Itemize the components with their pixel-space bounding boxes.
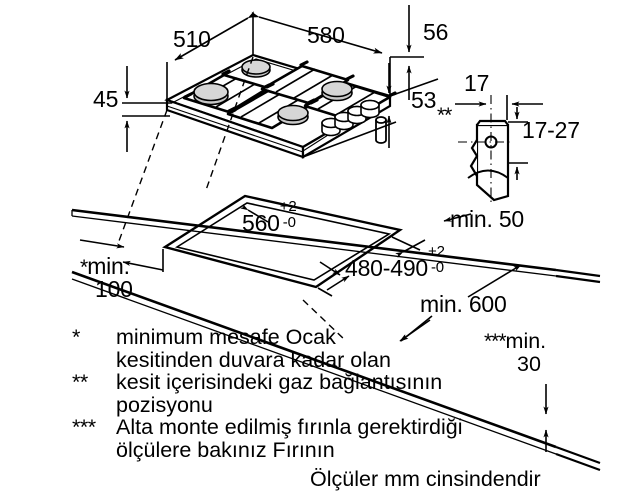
min-below-marker: *** <box>484 330 507 353</box>
legend-line: kesit içerisindeki gaz bağlantısının <box>116 370 443 394</box>
dim-560 <box>240 203 341 276</box>
burner-caps <box>193 59 353 126</box>
worktop-front-edge-thickness <box>71 278 557 455</box>
leader-legend-star <box>400 315 433 342</box>
dim-17-27 <box>508 107 528 180</box>
dim-label-56: 56 <box>423 19 449 45</box>
cutout-depth-value: 480-490 <box>345 255 429 281</box>
dim-label-min-50: min. 50 <box>450 206 525 232</box>
control-knobs <box>321 99 380 137</box>
leader-min-50 <box>443 213 472 222</box>
cutout-width-tolerance: +2-0 <box>279 198 297 231</box>
worktop-front-far-edge <box>555 445 601 472</box>
dim-label-17-27: 17-27 <box>522 117 580 143</box>
legend-line: pozisyonu <box>116 392 213 417</box>
dim-label-17: 17 <box>464 70 490 96</box>
worktop-front-edge <box>71 270 557 449</box>
min-below-label: min. <box>505 329 547 353</box>
grate-feet <box>183 60 397 115</box>
units-note: Ölçüler mm cinsindendir <box>310 467 541 491</box>
worktop-far-edge <box>555 268 601 284</box>
hob-appliance-drawing <box>164 53 397 159</box>
gas-connection-detail <box>458 95 512 203</box>
legend-block: * minimum mesafe Ocak kesitinden duvara … <box>72 326 612 461</box>
dim-value-min-wall-left: 100 <box>95 276 133 302</box>
gas-inlet-marker: ** <box>437 104 452 127</box>
worktop-rear-edge-thickness <box>71 210 557 277</box>
alignment-dashed-lines-2 <box>302 299 346 341</box>
legend-line: ölçülere bakınız Fırının <box>116 437 335 462</box>
dim-label-45: 45 <box>93 86 119 112</box>
dim-45 <box>122 66 172 152</box>
legend-body-double-star: kesit içerisindeki gaz bağlantısının poz… <box>116 371 612 416</box>
dim-53 <box>302 63 397 158</box>
dim-17 <box>455 95 543 120</box>
legend-line: minimum mesafe Ocak <box>116 325 336 349</box>
center-lines <box>458 95 512 203</box>
dim-label-min-600: min. 600 <box>420 291 507 317</box>
dim-value-min-below: 30 <box>517 352 541 376</box>
legend-body-star: minimum mesafe Ocak kesitinden duvara ka… <box>116 326 612 371</box>
dim-480-490 <box>317 236 426 297</box>
dim-min-100 <box>79 239 164 272</box>
dim-56 <box>389 5 439 100</box>
legend-mark-triple-star: *** <box>72 415 96 439</box>
dim-label-min-wall-left: *min. <box>80 253 130 279</box>
worktop-cutout-inner <box>174 202 392 281</box>
dim-label-53: 53 <box>411 87 437 113</box>
worktop-rear-edge <box>71 208 557 272</box>
dim-label-min-below: ***min. <box>484 330 546 354</box>
gas-connector-body <box>469 119 510 202</box>
worktop-drawing <box>71 56 601 472</box>
legend-entry-double-star: ** kesit içerisindeki gaz bağlantısının … <box>72 371 612 416</box>
gas-connector-bend <box>467 169 509 179</box>
worktop-cutout-outer <box>162 194 403 289</box>
cutout-width-value: 560 <box>242 210 280 236</box>
legend-line: Alta monte edilmiş fırınla gerektirdiği <box>116 415 463 439</box>
gas-pipe-stub <box>375 116 387 144</box>
dim-label-cutout-depth: 480-490+2-0 <box>345 243 450 281</box>
cutout-depth-tolerance: +2-0 <box>428 243 445 276</box>
dim-label-cutout-width: 560+2-0 <box>242 198 302 236</box>
legend-mark-double-star: ** <box>72 370 88 394</box>
min-wall-left-marker: * <box>80 256 88 279</box>
dim-label-510: 510 <box>173 26 211 52</box>
legend-mark-star: * <box>72 325 80 349</box>
min-wall-left-label: min. <box>87 253 130 279</box>
legend-line: kesitinden duvara kadar olan <box>116 347 391 372</box>
legend-entry-triple-star: *** Alta monte edilmiş fırınla gerektird… <box>72 416 612 461</box>
legend-body-triple-star: Alta monte edilmiş fırınla gerektirdiği … <box>116 416 612 461</box>
legend-entry-star: * minimum mesafe Ocak kesitinden duvara … <box>72 326 612 371</box>
dim-label-580: 580 <box>307 22 345 48</box>
